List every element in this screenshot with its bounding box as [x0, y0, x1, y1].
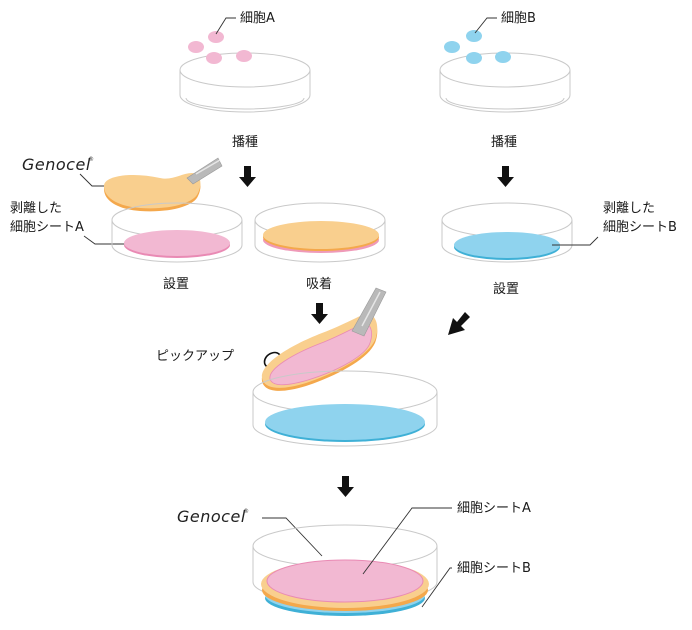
- peeled-sheet-b-line1: 剥離した: [603, 201, 655, 216]
- stacked-sheets: [261, 559, 429, 616]
- seeding-label-right: 播種: [491, 134, 517, 150]
- adsorb-label: 吸着: [306, 276, 332, 292]
- peeled-sheet-b-line2: 細胞シートB: [603, 220, 677, 235]
- sheet-a-in-dish: [124, 230, 230, 258]
- genocel-logo-top: Genocel: [22, 155, 91, 174]
- down-arrow-left-1: [239, 166, 256, 187]
- registered-mark-bottom: ®: [243, 508, 249, 515]
- place-label-left: 設置: [163, 276, 189, 292]
- tweezers-top: [186, 157, 223, 185]
- genocel-leader-top: [79, 173, 108, 187]
- tweezers-middle: [351, 287, 387, 337]
- diagonal-arrow-right: [448, 312, 470, 335]
- bottom-sheet-b-leader: [421, 567, 452, 608]
- sheet-b-in-pickup-dish: [265, 404, 425, 442]
- pickup-label: ピックアップ: [156, 349, 234, 364]
- bottom-sheet-a-label: 細胞シートA: [457, 501, 531, 516]
- registered-mark-top: ®: [88, 156, 94, 163]
- bottom-sheet-a-leader: [362, 507, 452, 575]
- down-arrow-right-1: [497, 166, 514, 187]
- cell-b-leader: [474, 17, 497, 34]
- cells-b-dots: [444, 30, 511, 64]
- genocel-leader-bottom: [262, 517, 323, 557]
- sheet-a-leader: [83, 235, 130, 245]
- cells-a-dots: [188, 31, 252, 64]
- cell-a-label: 細胞A: [240, 11, 275, 26]
- peeled-sheet-a-line1: 剥離した: [10, 201, 62, 216]
- lifted-genocel-with-sheet-a: [261, 313, 378, 391]
- seeding-label-left: 播種: [232, 134, 258, 150]
- genocel-with-sheet-a: [104, 173, 201, 212]
- down-arrow-center-3: [337, 476, 354, 497]
- sheet-b-leader: [552, 236, 599, 246]
- dish-top-right: [439, 52, 571, 113]
- genocel-logo-bottom: Genocel: [177, 507, 246, 526]
- cell-a-leader: [215, 17, 236, 35]
- cell-b-label: 細胞B: [501, 11, 536, 26]
- dish-pickup: [252, 370, 438, 447]
- bottom-sheet-b-label: 細胞シートB: [457, 561, 531, 576]
- peeled-sheet-a-line2: 細胞シートA: [10, 220, 84, 235]
- sheet-b-in-dish: [454, 232, 560, 260]
- down-arrow-center-2: [311, 303, 328, 324]
- place-label-right: 設置: [493, 281, 519, 297]
- genocel-on-sheet-a: [263, 221, 379, 253]
